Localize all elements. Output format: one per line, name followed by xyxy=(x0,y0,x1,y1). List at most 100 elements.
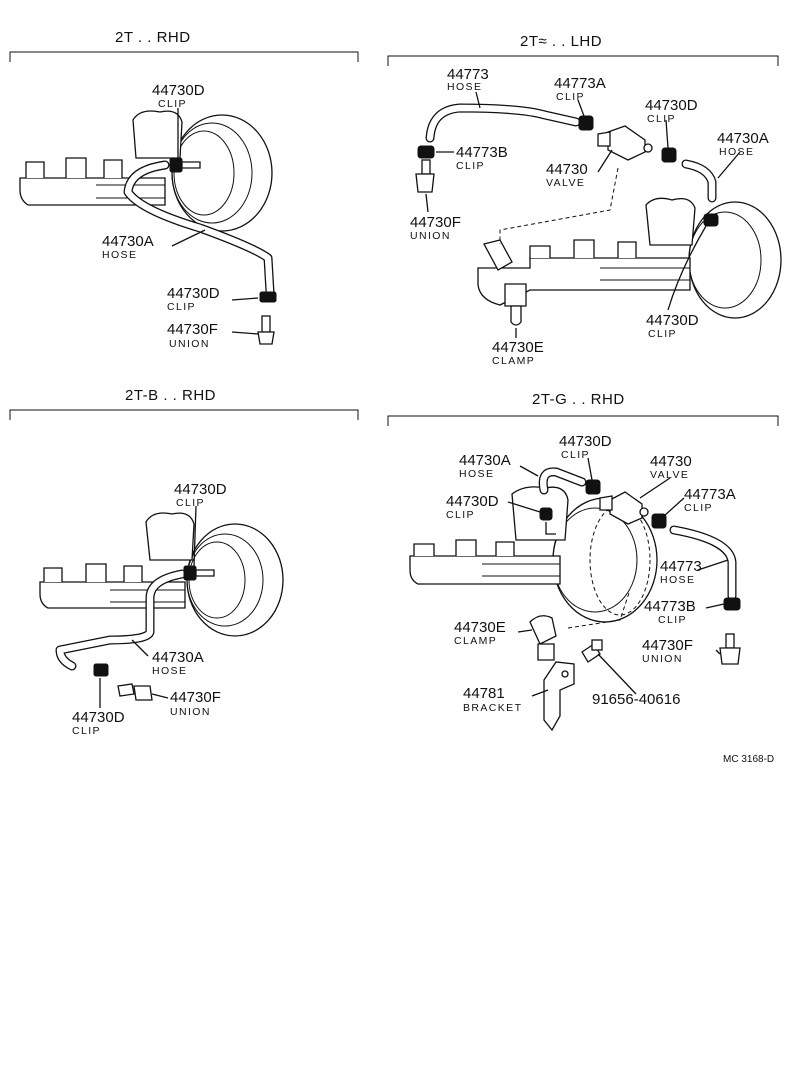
callout-number: 44730F xyxy=(642,637,693,654)
panel-frame xyxy=(387,415,779,426)
hose-clip xyxy=(539,507,553,521)
callout-number: 44730D xyxy=(645,97,698,114)
callout-name: CLIP xyxy=(561,449,590,461)
callout-number: 44773A xyxy=(684,486,736,503)
callout-number: 44730F xyxy=(410,214,461,231)
callout-name: UNION xyxy=(410,230,451,242)
callout-number: 44730D xyxy=(72,709,125,726)
master-cylinder xyxy=(477,239,691,306)
callout-number: 44730D xyxy=(446,493,499,510)
panel-2t-lhd: 2T≈ . . LHD xyxy=(387,33,782,367)
callout-number: 91656-40616 xyxy=(592,691,680,708)
callout-number: 44730A xyxy=(459,452,511,469)
hose-clip xyxy=(585,479,601,495)
hose-clip xyxy=(578,115,594,131)
callout-number: 44730D xyxy=(167,285,220,302)
panel-frame xyxy=(9,51,359,62)
check-valve xyxy=(599,491,649,525)
vacuum-hose xyxy=(123,160,275,297)
callout-number: 44773B xyxy=(644,598,696,615)
bolt xyxy=(581,639,603,663)
callout-number: 44730E xyxy=(492,339,544,356)
mounting-bracket xyxy=(543,661,575,732)
callout-number: 44730A xyxy=(717,130,769,147)
brake-booster xyxy=(132,110,273,232)
callout-number: 44730A xyxy=(102,233,154,250)
callout-name: HOSE xyxy=(719,146,754,158)
union-fitting xyxy=(257,315,275,345)
master-cylinder xyxy=(39,563,186,609)
callout-name: UNION xyxy=(169,338,210,350)
callout-name: HOSE xyxy=(447,81,482,93)
callout-name: CLIP xyxy=(176,497,205,509)
callout-name: BRACKET xyxy=(463,702,522,714)
callout-number: 44773B xyxy=(456,144,508,161)
callout-name: UNION xyxy=(642,653,683,665)
callout-number: 44730F xyxy=(167,321,218,338)
callout-name: CLIP xyxy=(648,328,677,340)
callout-name: CLIP xyxy=(556,91,585,103)
vacuum-hose xyxy=(55,569,187,671)
hose-clip xyxy=(183,565,197,581)
panel-title: 2T-G . . RHD xyxy=(532,391,625,408)
callout-number: 44773A xyxy=(554,75,606,92)
callout-number: 44730E xyxy=(454,619,506,636)
callout-name: VALVE xyxy=(546,177,585,189)
master-cylinder xyxy=(19,157,166,206)
panel-frame xyxy=(9,409,359,420)
vacuum-hose xyxy=(669,525,737,601)
dashed-connector xyxy=(499,167,619,244)
vacuum-hose xyxy=(425,103,581,143)
callout-name: HOSE xyxy=(102,249,137,261)
master-cylinder xyxy=(409,539,561,585)
callout-number: 44730F xyxy=(170,689,221,706)
panel-title: 2T-B . . RHD xyxy=(125,387,216,404)
hose-clip xyxy=(417,145,435,159)
callout-number: 44730D xyxy=(152,82,205,99)
callout-name: CLIP xyxy=(446,509,475,521)
callout-name: CLIP xyxy=(658,614,687,626)
callout-name: CLAMP xyxy=(492,355,535,367)
callout-name: CLIP xyxy=(167,301,196,313)
callout-name: CLIP xyxy=(684,502,713,514)
callout-name: UNION xyxy=(170,706,211,718)
dashed-connector xyxy=(567,589,631,629)
callout-number: 44730 xyxy=(650,453,692,470)
hose-clamp xyxy=(504,283,527,326)
callout-name: VALVE xyxy=(650,469,689,481)
callout-name: CLIP xyxy=(647,113,676,125)
hose-clip xyxy=(651,513,667,529)
union-fitting xyxy=(719,633,741,665)
union-fitting xyxy=(195,569,215,577)
panel-frame xyxy=(387,55,779,66)
callout-name: HOSE xyxy=(660,574,695,586)
hose-clip xyxy=(661,147,677,163)
hose-clip xyxy=(169,157,183,173)
callout-number: 44781 xyxy=(463,685,505,702)
callout-name: HOSE xyxy=(459,468,494,480)
hose-clamp xyxy=(529,615,557,661)
callout-name: HOSE xyxy=(152,665,187,677)
hose-clip xyxy=(723,597,741,611)
hose-clip xyxy=(93,663,109,677)
union-fitting xyxy=(181,161,201,169)
brake-booster xyxy=(645,197,782,319)
union-fitting xyxy=(545,522,556,535)
union-fitting xyxy=(117,683,153,701)
panel-2t-g-rhd: 2T-G . . RHD xyxy=(387,391,779,732)
panel-title: 2T≈ . . LHD xyxy=(520,33,602,50)
callout-name: CLIP xyxy=(72,725,101,737)
callout-number: 44730A xyxy=(152,649,204,666)
callout-number: 44730D xyxy=(174,481,227,498)
panel-title: 2T . . RHD xyxy=(115,29,191,46)
callout-number: 44730 xyxy=(546,161,588,178)
callout-number: 44773 xyxy=(447,66,489,83)
drawing-code: MC 3168-D xyxy=(723,754,774,765)
panel-2t-rhd: 2T . . RHD xyxy=(9,29,359,350)
vacuum-hose xyxy=(538,467,587,495)
check-valve xyxy=(597,125,653,161)
callout-number: 44730D xyxy=(646,312,699,329)
callout-name: CLIP xyxy=(456,160,485,172)
callout-name: CLAMP xyxy=(454,635,497,647)
